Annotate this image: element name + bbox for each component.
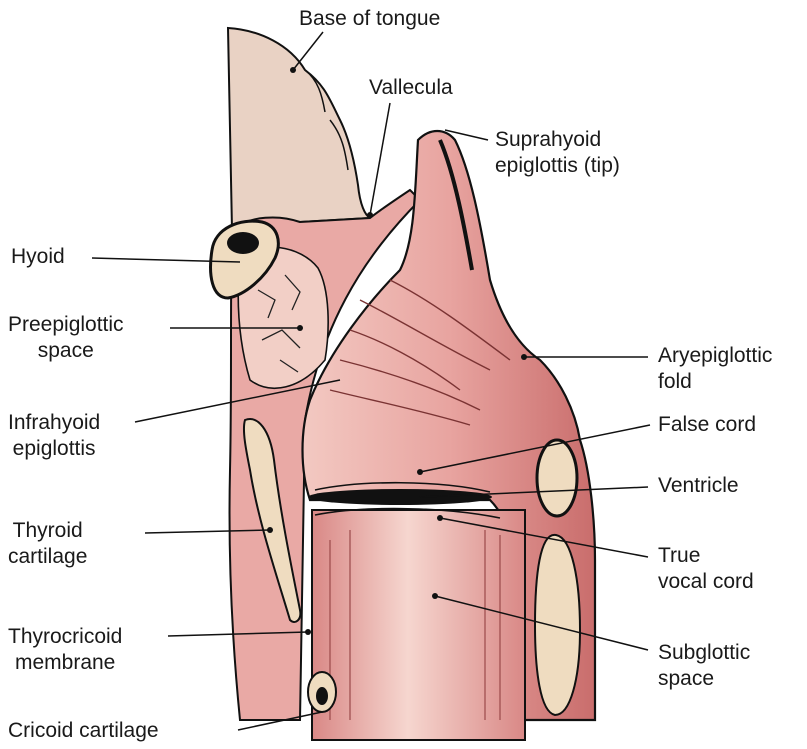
label-preepiglottic-space: Preepiglottic space (8, 312, 124, 364)
label-hyoid: Hyoid (11, 244, 65, 270)
label-thyrocricoid-membrane: Thyrocricoid membrane (8, 624, 122, 676)
label-aryepiglottic-fold: Aryepiglottic fold (658, 343, 772, 395)
label-ventricle: Ventricle (658, 473, 739, 499)
cricoid-posterior (535, 535, 580, 715)
label-cricoid-cartilage: Cricoid cartilage (8, 718, 159, 744)
subglottic-tube (312, 510, 525, 740)
label-false-cord: False cord (658, 412, 756, 438)
base-of-tongue-shape (228, 28, 370, 230)
ventricle (308, 489, 492, 505)
label-true-vocal-cord: True vocal cord (658, 543, 754, 595)
label-infrahyoid-epiglottis: Infrahyoid epiglottis (8, 410, 100, 462)
label-suprahyoid-epiglottis: Suprahyoid epiglottis (tip) (495, 127, 620, 179)
label-base-of-tongue: Base of tongue (299, 6, 440, 32)
label-thyroid-cartilage: Thyroid cartilage (8, 518, 87, 570)
label-vallecula: Vallecula (369, 75, 453, 101)
thyroid-lamina-posterior (537, 440, 577, 516)
label-subglottic-space: Subglottic space (658, 640, 750, 692)
